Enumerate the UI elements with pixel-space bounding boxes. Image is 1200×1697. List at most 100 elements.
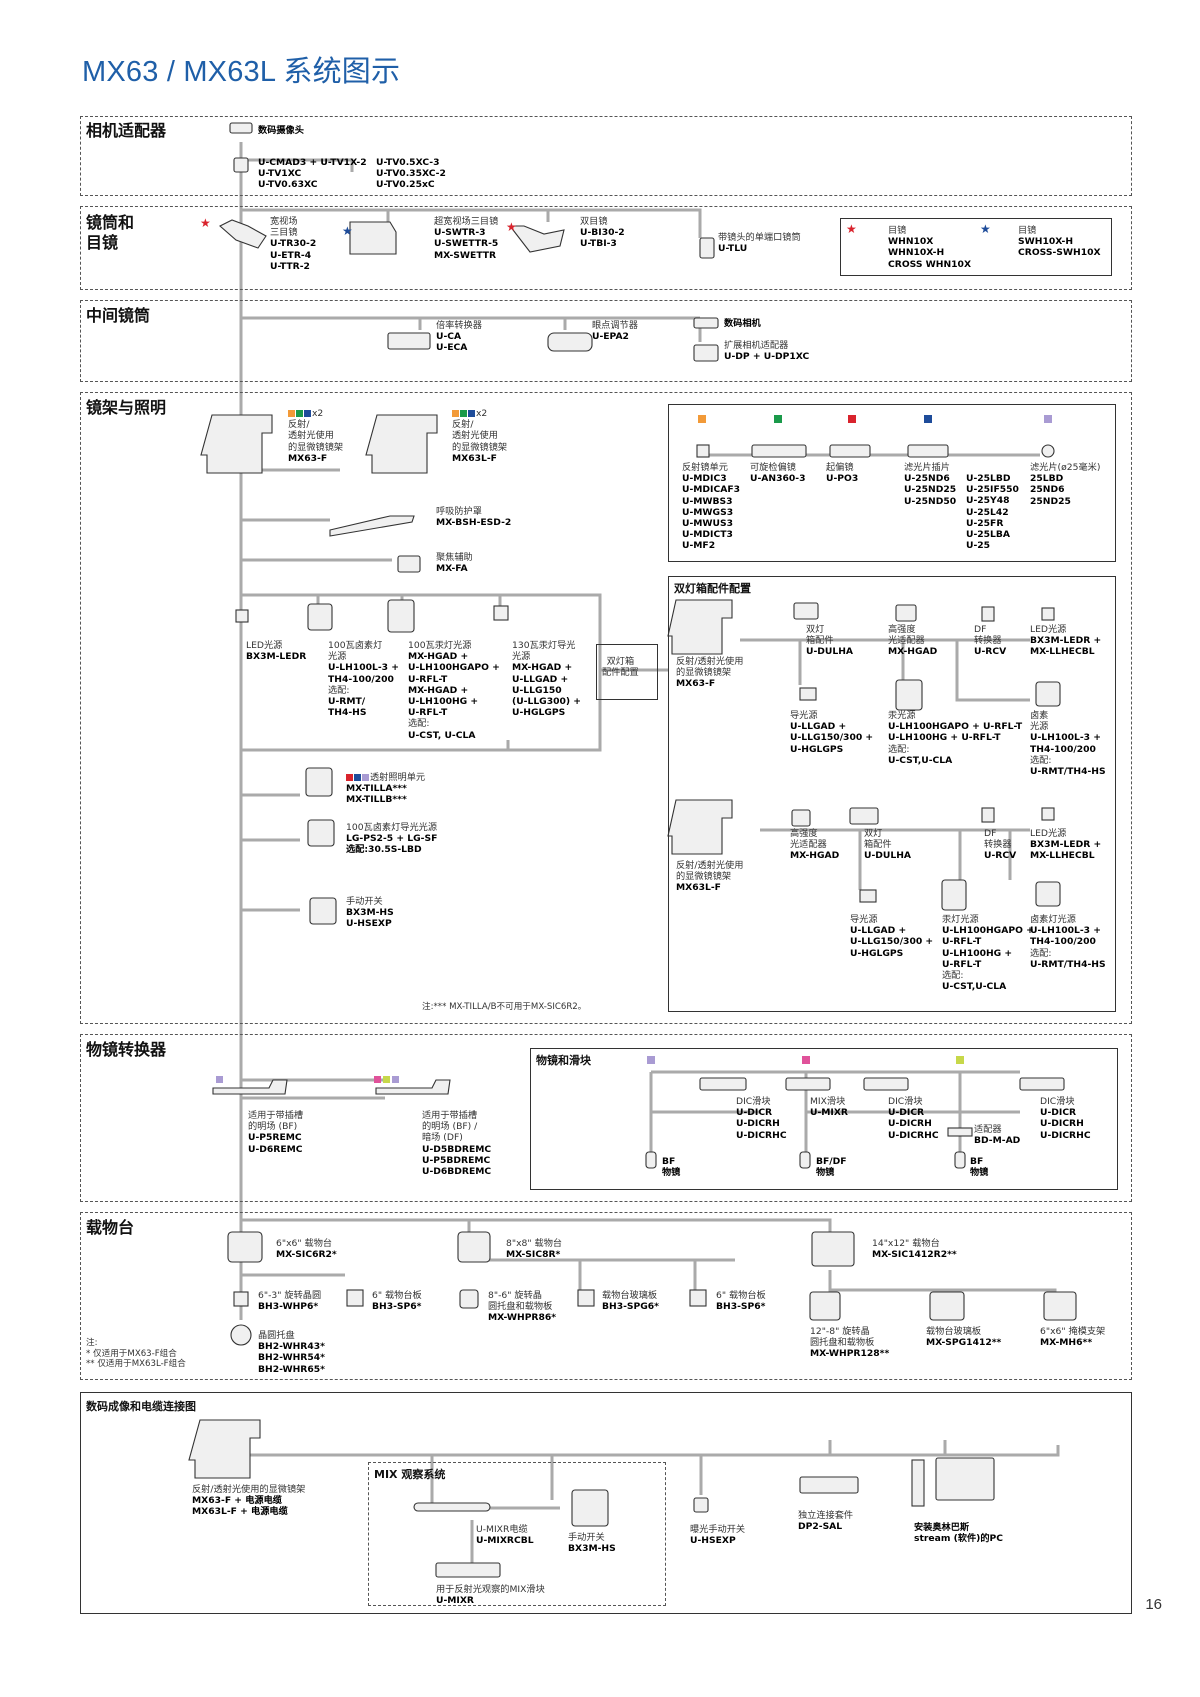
swatch-lime	[383, 1076, 390, 1083]
section-label-stage: 载物台	[86, 1218, 135, 1237]
section-label-nosepiece: 物镜转换器	[86, 1040, 167, 1059]
page-number: 16	[1145, 1596, 1162, 1613]
mix-view-title: MIX 观察系统	[374, 1468, 446, 1481]
mix-view-box	[368, 1462, 666, 1606]
section-frame	[80, 392, 1132, 1024]
section-nosepiece	[80, 1034, 1132, 1202]
star-red-icon: ★	[506, 220, 517, 234]
twinbox-title: 双灯箱配件配置	[674, 582, 751, 595]
tilla-note: 注:*** MX-TILLA/B不可用于MX-SIC6R2。	[422, 1002, 587, 1012]
swatch-orange	[698, 415, 706, 423]
component-icons	[188, 122, 1077, 1578]
objectives-title: 物镜和滑块	[536, 1054, 591, 1067]
swatch-lavender	[647, 1056, 655, 1064]
swatch-blue	[924, 415, 932, 423]
section-intermediate	[80, 300, 1132, 382]
section-camera	[80, 116, 1132, 196]
star-blue-icon: ★	[342, 224, 353, 238]
objectives-box	[530, 1048, 1118, 1190]
section-label-digital: 数码成像和电缆连接图	[86, 1400, 196, 1413]
swatch-pink	[802, 1056, 810, 1064]
star-red-icon: ★	[200, 216, 211, 230]
swatch-lavender	[1044, 415, 1052, 423]
inter-dcam: 数码相机	[724, 318, 761, 329]
swatch-lime	[956, 1056, 964, 1064]
camera-digital-label: 数码摄像头	[258, 125, 304, 136]
section-tube	[80, 206, 1132, 290]
star-red-icon: ★	[846, 222, 857, 236]
swatch-lavender	[216, 1076, 223, 1083]
section-label-intermediate: 中间镜筒	[86, 306, 151, 325]
swatch-pink	[374, 1076, 381, 1083]
swatch-green	[774, 415, 782, 423]
filters-box	[668, 404, 1116, 562]
star-blue-icon: ★	[980, 222, 991, 236]
page-title: MX63 / MX63L 系统图示	[82, 56, 401, 88]
main-trunk-lines	[239, 142, 1060, 1575]
twinbox-box	[668, 576, 1116, 1012]
section-label-frame: 镜架与照明	[86, 398, 167, 417]
twinbox-config-label: 双灯箱配件配置	[602, 656, 639, 679]
swatch-lavender	[392, 1076, 399, 1083]
